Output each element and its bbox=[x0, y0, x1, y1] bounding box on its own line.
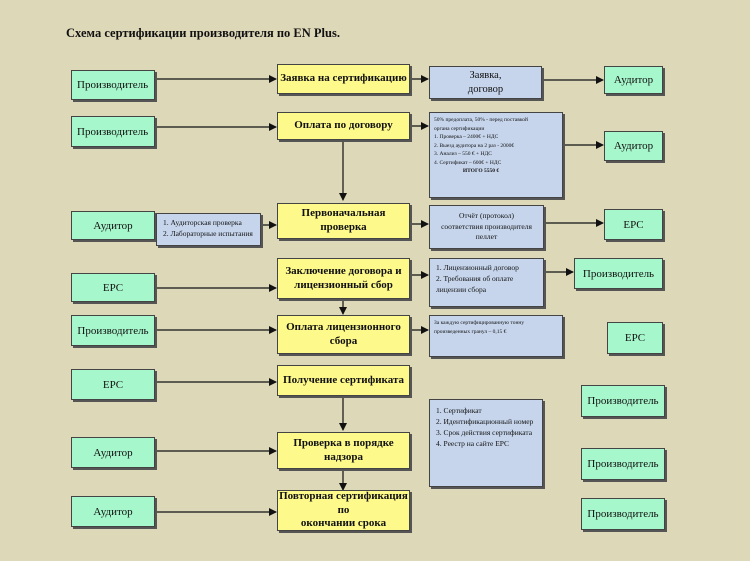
row2-note-line: 2. Выезд аудитора на 2 раз - 2000€ bbox=[434, 142, 515, 149]
right-column-box: Производитель bbox=[581, 448, 665, 480]
row5-right-box: EPC bbox=[607, 322, 663, 354]
row3-note-box: Отчёт (протокол) соответствия производит… bbox=[429, 205, 544, 249]
row5-center-line2: сбора bbox=[329, 334, 358, 347]
right-column-box: Производитель bbox=[581, 385, 665, 417]
row5-center-box: Оплата лицензионного сбора bbox=[277, 315, 410, 354]
row1-center-box: Заявка на сертификацию bbox=[277, 64, 410, 94]
row2-note-line: 50% предоплата, 50% - перед поставкой bbox=[434, 117, 528, 123]
row4-note-box: 1. Лицензионный договор 2. Требования об… bbox=[429, 258, 544, 307]
row7-left-box: Аудитор bbox=[71, 437, 155, 468]
row2-note-line: 3. Анализ – 550 € + НДС bbox=[434, 151, 492, 158]
row3-note-line: Отчёт (протокол) bbox=[459, 210, 514, 220]
row3-left-note-line: 2. Лабораторные испытания bbox=[163, 228, 253, 238]
right-column-box: Производитель bbox=[581, 498, 665, 530]
row5-note-box: За каждую сертифицированную тонну произв… bbox=[429, 315, 563, 357]
row5-left-box: Производитель bbox=[71, 315, 155, 346]
row6-left-box: EPC bbox=[71, 369, 155, 400]
row4-center-line1: Заключение договора и bbox=[285, 264, 402, 277]
row2-note-line: органа сертификации bbox=[434, 125, 485, 132]
row6-note-line: 2. Идентификационный номер bbox=[436, 416, 534, 426]
row4-center-box: Заключение договора и лицензионный сбор bbox=[277, 258, 410, 299]
row3-left-note-box: 1. Аудиторская проверка 2. Лабораторные … bbox=[156, 213, 261, 246]
row4-note-line: 2. Требования об оплате bbox=[436, 273, 514, 283]
row3-left-box: Аудитор bbox=[71, 211, 155, 240]
row2-center-box: Оплата по договору bbox=[277, 112, 410, 140]
row1-right-box: Аудитор bbox=[604, 66, 663, 94]
row8-center-line1: Повторная сертификация по bbox=[279, 489, 408, 516]
row3-center-box: Первоначальная проверка bbox=[277, 203, 410, 239]
row8-center-box: Повторная сертификация по окончании срок… bbox=[277, 490, 410, 531]
row1-left-box: Производитель bbox=[71, 70, 155, 100]
row3-left-note-line: 1. Аудиторская проверка bbox=[163, 218, 242, 227]
row8-left-box: Аудитор bbox=[71, 496, 155, 527]
row3-right-box: EPC bbox=[604, 209, 663, 240]
row6-center-box: Получение сертификата bbox=[277, 365, 410, 396]
row3-note-line: пеллет bbox=[475, 232, 498, 242]
row1-note-line2: договор bbox=[467, 83, 504, 95]
row7-center-box: Проверка в порядке надзора bbox=[277, 432, 410, 469]
row4-center-line2: лицензионный сбор bbox=[294, 278, 393, 291]
row2-note-total: ИТОГО 5550 € bbox=[462, 168, 500, 175]
row6-note-line: 1. Сертификат bbox=[436, 406, 482, 415]
row3-note-line: соответствия производителя bbox=[441, 221, 532, 231]
row6-note-line: 3. Срок действия сертификата bbox=[436, 427, 533, 437]
row2-right-box: Аудитор bbox=[604, 131, 663, 161]
row2-left-box: Производитель bbox=[71, 116, 155, 147]
row4-right-box: Производитель bbox=[574, 258, 663, 289]
row4-note-line: 1. Лицензионный договор bbox=[436, 263, 519, 272]
row2-note-line: 4. Сертификат – 600€ + НДС bbox=[434, 159, 502, 166]
row4-note-line: лицензии сбора bbox=[436, 284, 487, 294]
row5-note-line: За каждую сертифицированную тонну bbox=[434, 320, 525, 326]
row6-note-line: 4. Реестр на сайте EPC bbox=[436, 438, 509, 448]
row4-left-box: EPC bbox=[71, 273, 155, 302]
row5-center-line1: Оплата лицензионного bbox=[286, 320, 401, 333]
row6-note-box: 1. Сертификат 2. Идентификационный номер… bbox=[429, 399, 543, 487]
row5-note-line: произведенных гранул – 0,15 € bbox=[434, 328, 507, 335]
row2-note-line: 1. Проверка – 2400€ + НДС bbox=[434, 134, 499, 141]
scheme-title: Схема сертификации производителя по EN P… bbox=[66, 26, 340, 40]
row2-note-box: 50% предоплата, 50% - перед поставкой ор… bbox=[429, 112, 563, 198]
row8-center-line2: окончании срока bbox=[300, 517, 387, 530]
row1-note-box: Заявка, договор bbox=[429, 66, 542, 99]
row1-note-line1: Заявка, bbox=[469, 69, 502, 81]
